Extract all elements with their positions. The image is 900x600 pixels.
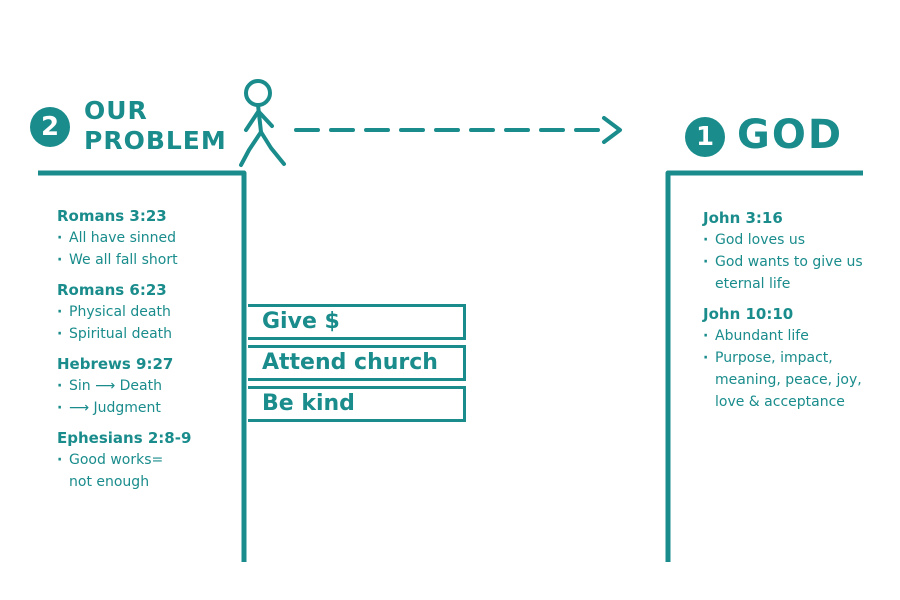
plank-be-kind: Be kind [248, 386, 466, 422]
verse-point: We all fall short [57, 249, 232, 271]
god-heading: GOD [737, 112, 844, 158]
verse-point: Sin ⟶ Death [57, 375, 232, 397]
verse-ref: Romans 3:23 [57, 207, 167, 225]
verse-ref: Ephesians 2:8-9 [57, 429, 192, 447]
verse-group: Hebrews 9:27 Sin ⟶ Death ⟶ Judgment [57, 353, 232, 419]
step-2-badge: 2 [30, 107, 70, 147]
verse-ref: John 3:16 [703, 209, 783, 227]
verse-group: Ephesians 2:8-9 Good works= not enough [57, 427, 232, 493]
good-works-planks: Give $ Attend church Be kind [248, 304, 466, 427]
god-verses: John 3:16 God loves us God wants to give… [703, 207, 878, 421]
step-1-badge: 1 [685, 117, 725, 157]
verse-point: Good works= not enough [57, 449, 189, 493]
verse-ref: Hebrews 9:27 [57, 355, 174, 373]
right-cliff [665, 170, 863, 562]
verse-ref: John 10:10 [703, 305, 794, 323]
verse-group: John 3:16 God loves us God wants to give… [703, 207, 878, 295]
plank-give: Give $ [248, 304, 466, 340]
verse-ref: Romans 6:23 [57, 281, 167, 299]
heading-line-problem: PROBLEM [84, 126, 227, 155]
verse-group: Romans 3:23 All have sinned We all fall … [57, 205, 232, 271]
plank-attend-church: Attend church [248, 345, 466, 381]
verse-point: ⟶ Judgment [57, 397, 232, 419]
left-cliff [38, 170, 247, 562]
heading-line-our: OUR [84, 96, 148, 125]
verse-point: God loves us [703, 229, 875, 251]
verse-group: John 10:10 Abundant life Purpose, impact… [703, 303, 878, 413]
verse-point: God wants to give us eternal life [703, 251, 875, 295]
our-problem-heading: OUR PROBLEM [84, 96, 234, 156]
verse-point: All have sinned [57, 227, 232, 249]
walking-person-icon [239, 79, 286, 167]
verse-point: Purpose, impact, meaning, peace, joy, lo… [703, 347, 875, 413]
verse-point: Abundant life [703, 325, 875, 347]
dashed-arrow-icon [294, 116, 622, 144]
verse-point: Physical death [57, 301, 232, 323]
verse-group: Romans 6:23 Physical death Spiritual dea… [57, 279, 232, 345]
verse-point: Spiritual death [57, 323, 232, 345]
problem-verses: Romans 3:23 All have sinned We all fall … [57, 205, 232, 501]
